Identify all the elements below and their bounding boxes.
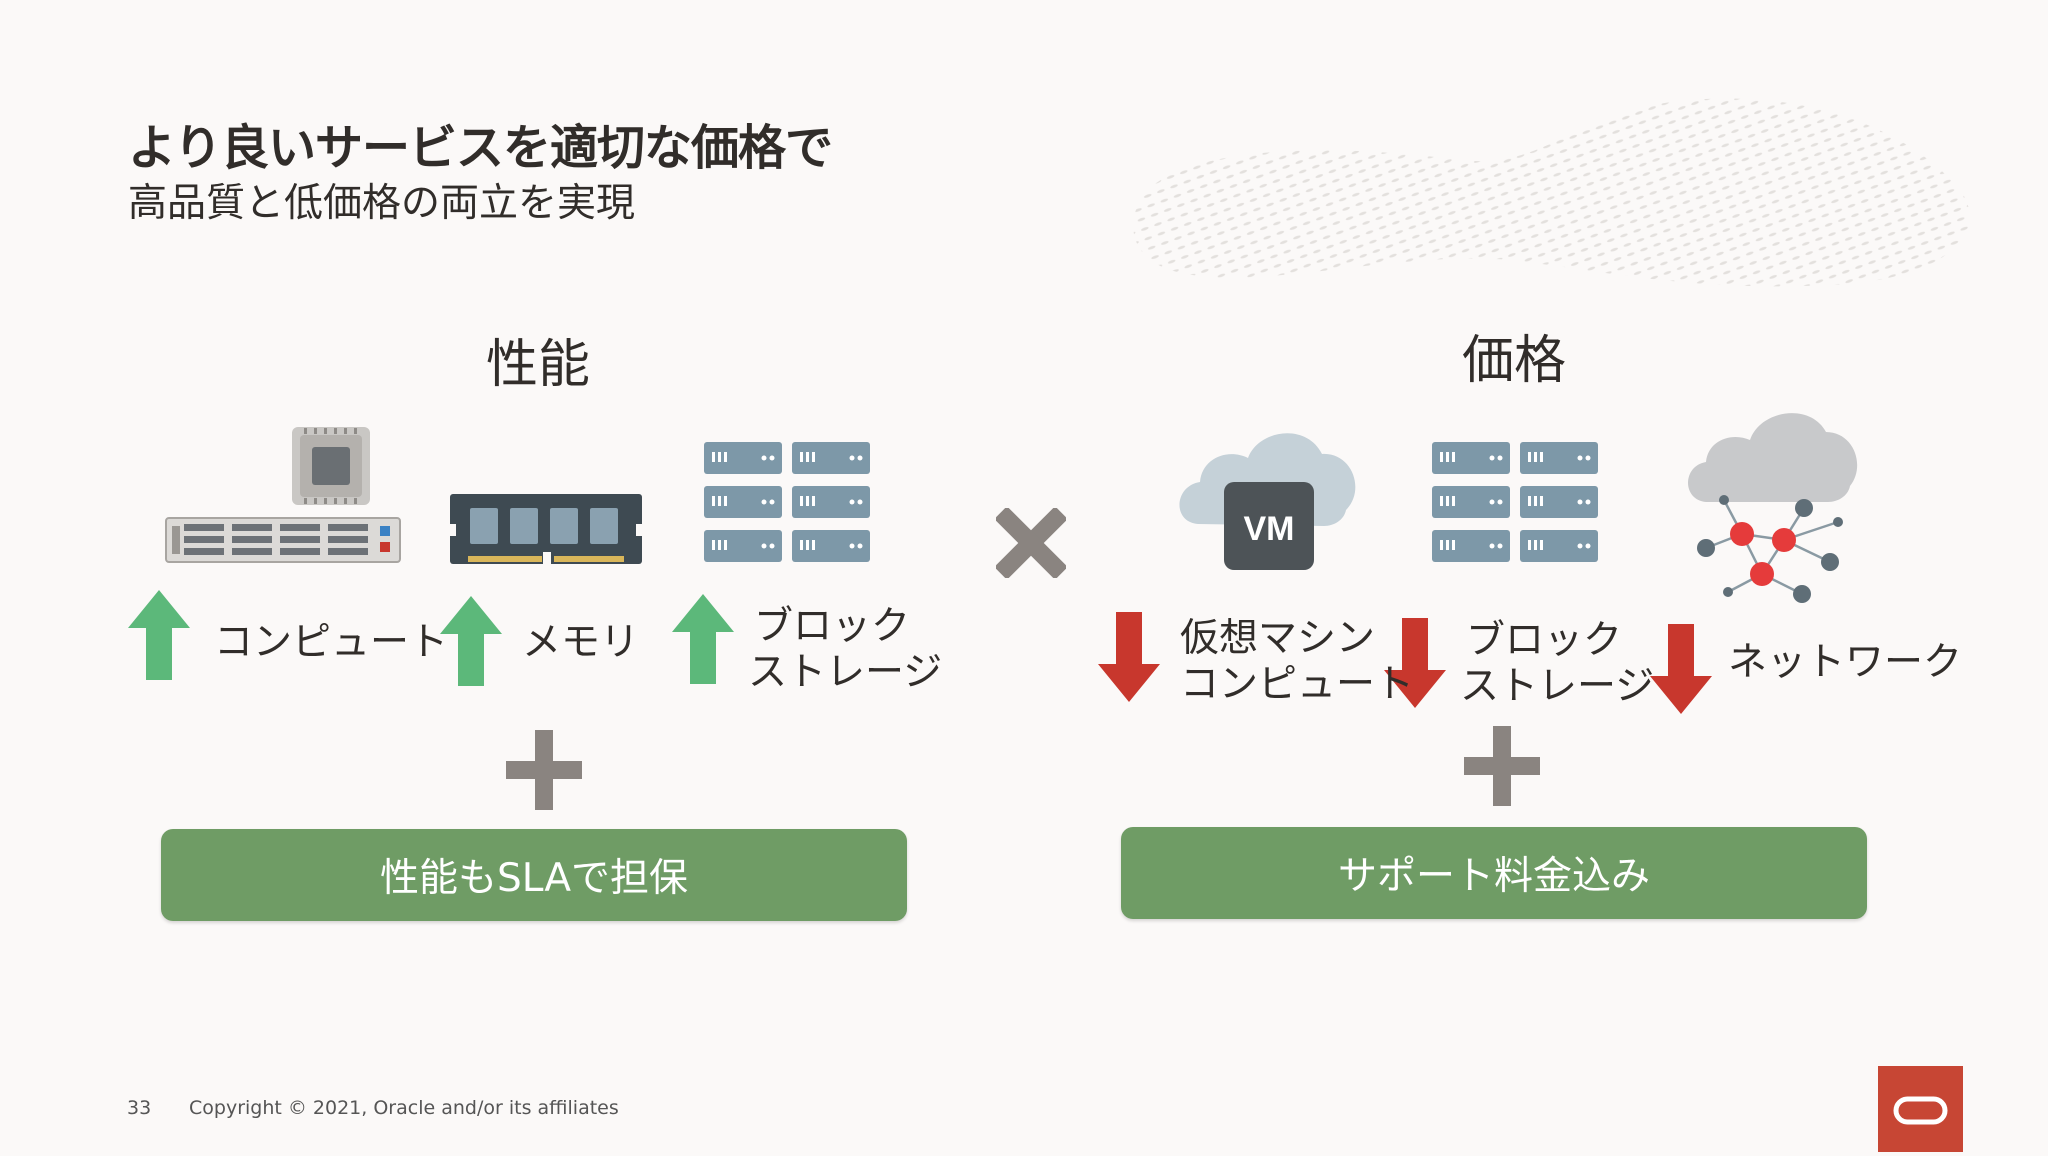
oracle-logo-icon [1893,1096,1948,1125]
arrow-up-icon [128,590,190,680]
plus-icon [1464,726,1540,806]
slide-subtitle: 高品質と低価格の両立を実現 [128,181,636,226]
compute-label: コンピュート [214,620,449,665]
memory-icon [450,494,642,564]
block-storage-label: ブロック ストレージ [1460,618,1655,709]
storage-icon [704,442,870,562]
arrow-up-icon [672,594,734,684]
plus-icon [506,730,582,810]
arrow-down-icon [1384,618,1446,708]
price-support-banner: サポート料金込み [1121,827,1867,919]
performance-heading: 性能 [485,335,590,395]
vm-text: VM [1244,510,1295,548]
network-label: ネットワーク [1728,640,1963,685]
arrow-down-icon [1650,624,1712,714]
block-storage-label: ブロック ストレージ [748,604,943,695]
memory-label: メモリ [522,620,640,665]
vm-cloud-icon: VM [1179,433,1356,570]
performance-sla-banner: 性能もSLAで担保 [161,829,907,921]
network-cloud-icon [1688,413,1858,603]
storage-icon [1432,442,1598,562]
oracle-logo [1878,1066,1963,1152]
arrow-down-icon [1098,612,1160,702]
vm-compute-label: 仮想マシン コンピュート [1180,616,1415,707]
decorative-pattern [1133,98,1970,287]
page-number: 33 [127,1097,152,1119]
arrow-up-icon [440,596,502,686]
slide-title: より良いサービスを適切な価格で [128,120,833,176]
copyright-text: Copyright © 2021, Oracle and/or its affi… [189,1097,619,1119]
multiply-icon [996,508,1066,578]
price-heading: 価格 [1461,331,1566,391]
server-icon [165,427,401,563]
